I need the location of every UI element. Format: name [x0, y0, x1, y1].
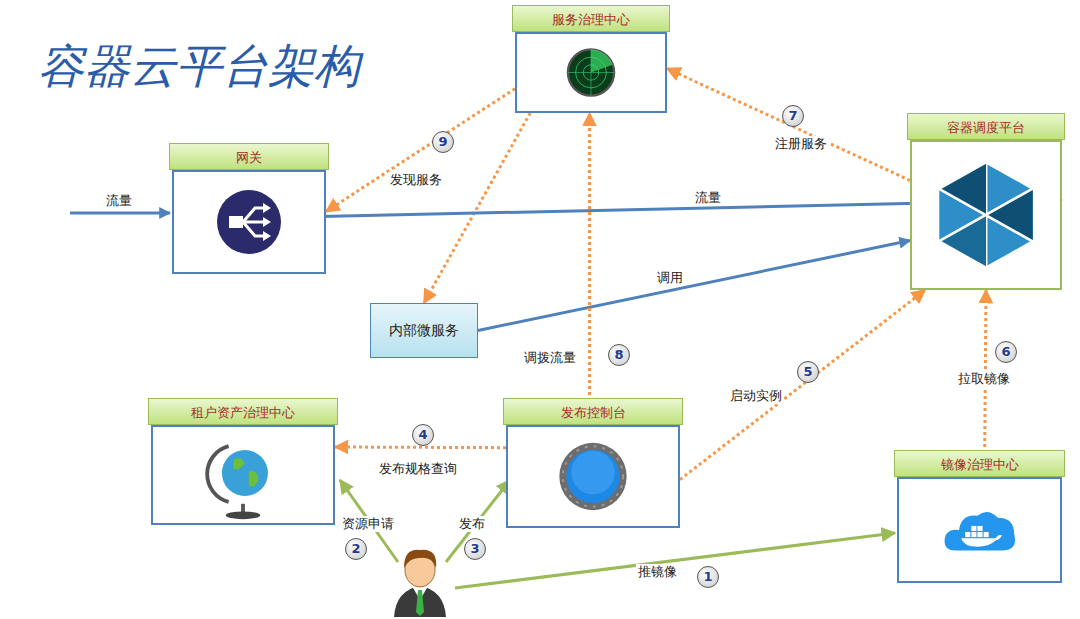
component-node: 服务治理中心 — [515, 5, 667, 113]
edge-label: 流量 — [693, 190, 723, 206]
user-arrow — [340, 480, 398, 562]
control-arrow — [335, 446, 506, 450]
component-box — [897, 477, 1062, 583]
user-arrow — [446, 480, 510, 562]
edge-label: 发布规格查询 — [377, 461, 459, 477]
component-node: 发布控制台 — [506, 398, 680, 528]
control-arrow — [588, 113, 591, 425]
component-icon — [912, 142, 1060, 288]
diagram-title: 容器云平台架构 — [38, 36, 360, 98]
callout-number: 4 — [412, 424, 434, 446]
callout-number: 3 — [464, 538, 486, 560]
callout-number: 8 — [608, 344, 630, 366]
callout-number: 7 — [782, 105, 804, 127]
callout-number: 2 — [345, 538, 367, 560]
box-text: 内部微服务 — [389, 322, 459, 340]
component-icon — [517, 34, 665, 111]
component-icon — [153, 427, 333, 523]
header-tab: 租户资产治理中心 — [148, 398, 338, 425]
flow-label: 流量 — [104, 193, 134, 209]
callout-number: 6 — [995, 341, 1017, 363]
component-icon — [508, 427, 678, 526]
callout-number: 5 — [797, 361, 819, 383]
user-arrow — [455, 533, 895, 588]
component-node: 网关 — [172, 143, 326, 274]
component-node: 容器调度平台 — [910, 113, 1062, 290]
flow-label: 发布 — [457, 516, 487, 532]
edge-label: 调用 — [655, 270, 685, 286]
component-box — [515, 32, 667, 113]
control-arrow — [667, 68, 910, 180]
flow-label: 推镜像 — [636, 564, 679, 580]
header-tab: 镜像治理中心 — [894, 450, 1065, 477]
flow-label: 资源申请 — [340, 516, 396, 532]
component-box — [506, 425, 680, 528]
component-box — [151, 425, 335, 525]
header-tab: 服务治理中心 — [512, 5, 670, 32]
edge-label: 拉取镜像 — [956, 371, 1012, 387]
traffic-arrow — [478, 241, 910, 331]
component-icon — [899, 479, 1060, 581]
user-figure — [394, 550, 446, 617]
component-box — [172, 170, 326, 274]
inflow-arrow — [70, 212, 170, 215]
edge-label: 注册服务 — [773, 136, 829, 152]
component-box — [910, 140, 1062, 290]
header-tab: 网关 — [169, 143, 329, 170]
header-tab: 容器调度平台 — [907, 113, 1065, 140]
control-arrow — [424, 113, 530, 303]
header-tab: 发布控制台 — [503, 398, 683, 425]
component-node: 租户资产治理中心 — [151, 398, 335, 525]
component-node: 镜像治理中心 — [897, 450, 1062, 583]
edge-label: 调拨流量 — [522, 350, 578, 366]
control-arrow — [680, 290, 925, 480]
service-box: 内部微服务 — [370, 303, 478, 358]
edge-label: 发现服务 — [388, 172, 444, 188]
component-icon — [174, 172, 324, 272]
edge-label: 启动实例 — [728, 388, 784, 404]
callout-number: 1 — [697, 566, 719, 588]
callout-number: 9 — [432, 131, 454, 153]
